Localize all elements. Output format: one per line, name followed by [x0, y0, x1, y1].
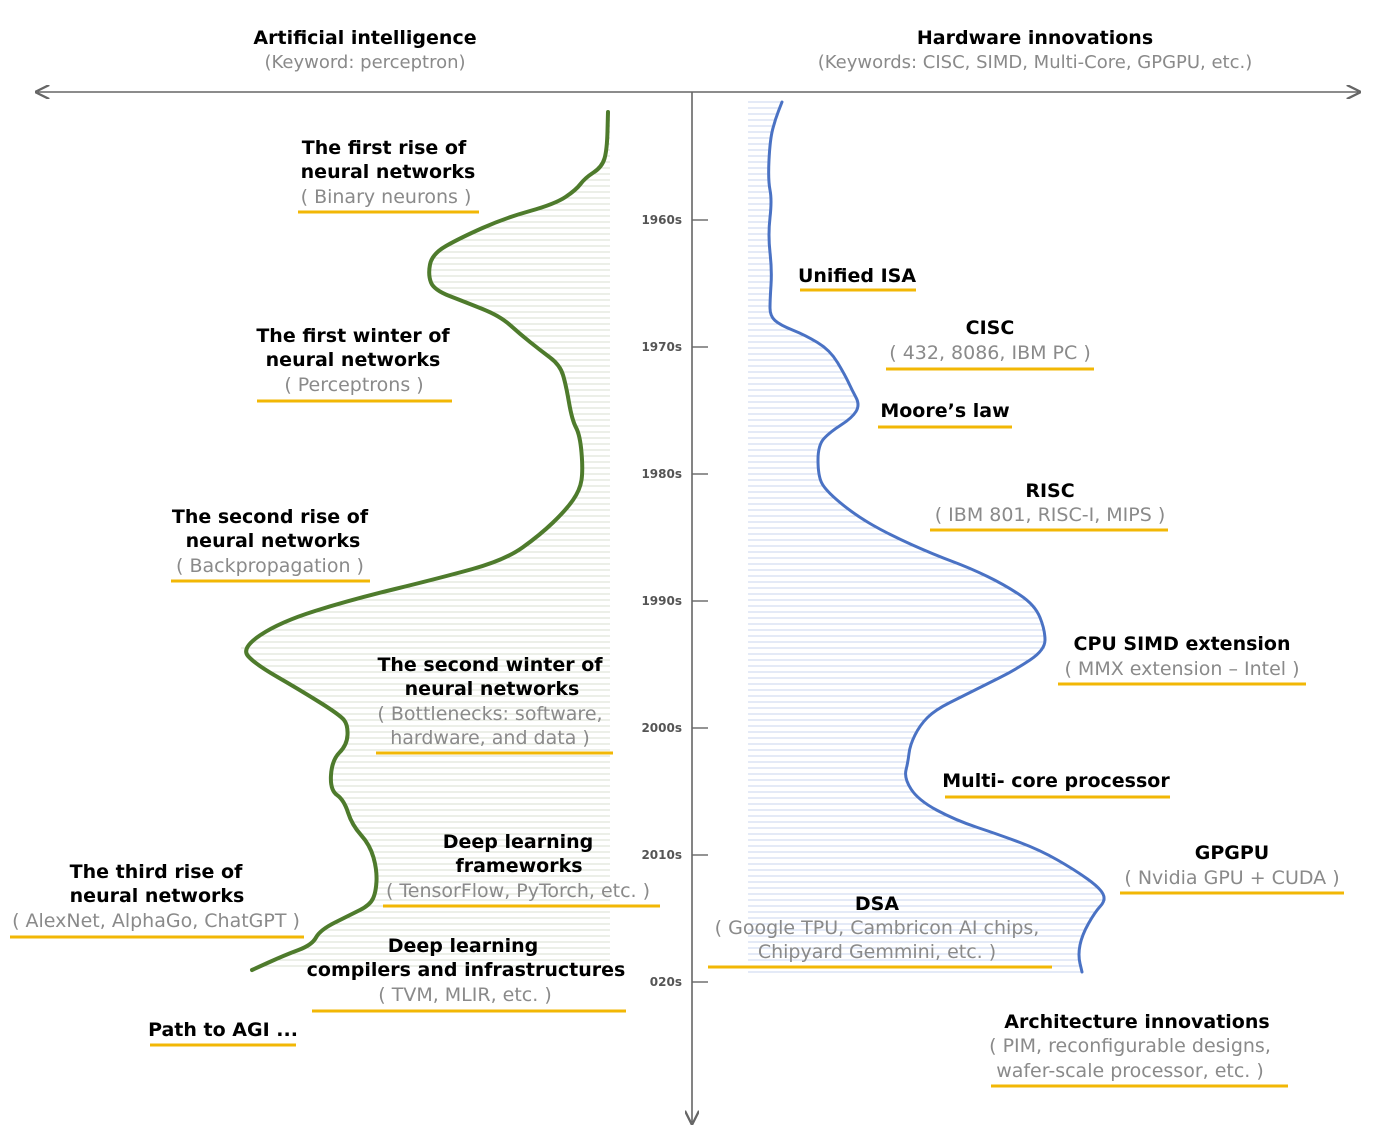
tick-label: 2000s: [641, 721, 682, 735]
label-title: RISC: [1025, 480, 1074, 502]
label-subtitle: ( Perceptrons ): [284, 374, 423, 396]
label-subtitle: ( IBM 801, RISC-I, MIPS ): [935, 504, 1166, 526]
label-subtitle: Chipyard Gemmini, etc. ): [758, 941, 996, 963]
ai-label-first-winter: The first winter of neural networks ( Pe…: [256, 325, 452, 403]
label-subtitle: hardware, and data ): [390, 727, 590, 749]
hw-trend-curve: [767, 100, 1106, 974]
label-subtitle: ( PIM, reconfigurable designs,: [989, 1035, 1271, 1057]
label-subtitle: ( TVM, MLIR, etc. ): [378, 984, 551, 1006]
label-subtitle: ( Backpropagation ): [176, 555, 364, 577]
label-subtitle: ( Bottlenecks: software,: [377, 703, 602, 725]
label-title: The second winter of: [377, 654, 603, 676]
label-subtitle: wafer-scale processor, etc. ): [996, 1060, 1264, 1082]
label-subtitle: ( MMX extension – Intel ): [1064, 658, 1299, 680]
label-title: GPGPU: [1195, 842, 1269, 864]
ai-label-path-agi: Path to AGI ...: [148, 1019, 298, 1047]
ai-label-second-winter: The second winter of neural networks ( B…: [376, 654, 613, 755]
label-title: The first rise of: [302, 137, 467, 159]
label-subtitle: ( 432, 8086, IBM PC ): [889, 342, 1090, 364]
label-subtitle: ( Binary neurons ): [301, 186, 472, 208]
ai-trend-curve: [244, 110, 610, 972]
label-title: neural networks: [186, 530, 361, 552]
hw-label-risc: RISC ( IBM 801, RISC-I, MIPS ): [930, 480, 1168, 532]
label-title: neural networks: [301, 161, 476, 183]
tick-label: 1990s: [641, 594, 682, 608]
hw-label-unified-isa: Unified ISA: [798, 265, 916, 292]
label-title: Moore’s law: [880, 400, 1009, 422]
ai-label-third-rise: The third rise of neural networks ( Alex…: [10, 861, 304, 939]
label-title: compilers and infrastructures: [307, 959, 626, 981]
label-title: Deep learning: [443, 831, 594, 853]
ai-label-first-rise: The first rise of neural networks ( Bina…: [298, 137, 479, 214]
label-subtitle: ( AlexNet, AlphaGo, ChatGPT ): [12, 910, 300, 932]
ai-curve-hatching: [241, 113, 610, 967]
label-subtitle: ( Google TPU, Cambricon AI chips,: [715, 917, 1040, 939]
label-title: Multi- core processor: [942, 770, 1170, 792]
time-ticks: 1960s 1970s 1980s 1990s 2000s 2010s 020s: [641, 213, 708, 989]
hw-label-arch-innov: Architecture innovations ( PIM, reconfig…: [989, 1011, 1288, 1088]
tick-label: 2010s: [641, 848, 682, 862]
label-title: neural networks: [266, 349, 441, 371]
tick-label: 1970s: [641, 340, 682, 354]
label-title: Unified ISA: [798, 265, 916, 287]
ai-axis-title: Artificial intelligence: [253, 27, 476, 49]
label-title: The second rise of: [172, 506, 369, 528]
label-title: CISC: [966, 317, 1015, 339]
label-title: frameworks: [455, 855, 582, 877]
tick-label: 020s: [650, 975, 682, 989]
label-title: CPU SIMD extension: [1074, 633, 1291, 655]
hw-label-dsa: DSA ( Google TPU, Cambricon AI chips, Ch…: [708, 893, 1052, 969]
label-subtitle: ( TensorFlow, PyTorch, etc. ): [386, 880, 650, 902]
label-subtitle: ( Nvidia GPU + CUDA ): [1124, 867, 1339, 889]
tick-label: 1960s: [641, 213, 682, 227]
label-title: Path to AGI ...: [148, 1019, 298, 1041]
hw-curve-hatching: [748, 101, 1106, 973]
ai-label-dl-compilers: Deep learning compilers and infrastructu…: [307, 935, 626, 1013]
hw-axis-title: Hardware innovations: [917, 27, 1153, 49]
label-title: The first winter of: [256, 325, 450, 347]
hw-label-multi-core: Multi- core processor: [942, 770, 1170, 799]
hw-label-gpgpu: GPGPU ( Nvidia GPU + CUDA ): [1120, 842, 1344, 895]
label-title: The third rise of: [70, 861, 243, 883]
ai-axis-subtitle: (Keyword: perceptron): [264, 52, 465, 73]
hw-label-moores-law: Moore’s law: [878, 400, 1012, 429]
label-title: DSA: [855, 893, 899, 915]
label-title: Architecture innovations: [1004, 1011, 1269, 1033]
hw-label-cpu-simd: CPU SIMD extension ( MMX extension – Int…: [1058, 633, 1306, 686]
tick-label: 1980s: [641, 467, 682, 481]
label-title: neural networks: [70, 885, 245, 907]
ai-label-dl-frameworks: Deep learning frameworks ( TensorFlow, P…: [383, 831, 660, 908]
label-title: neural networks: [405, 678, 580, 700]
ai-label-second-rise: The second rise of neural networks ( Bac…: [171, 506, 370, 583]
hw-label-cisc: CISC ( 432, 8086, IBM PC ): [886, 317, 1094, 371]
label-title: Deep learning: [388, 935, 539, 957]
hw-axis-subtitle: (Keywords: CISC, SIMD, Multi-Core, GPGPU…: [818, 52, 1253, 73]
